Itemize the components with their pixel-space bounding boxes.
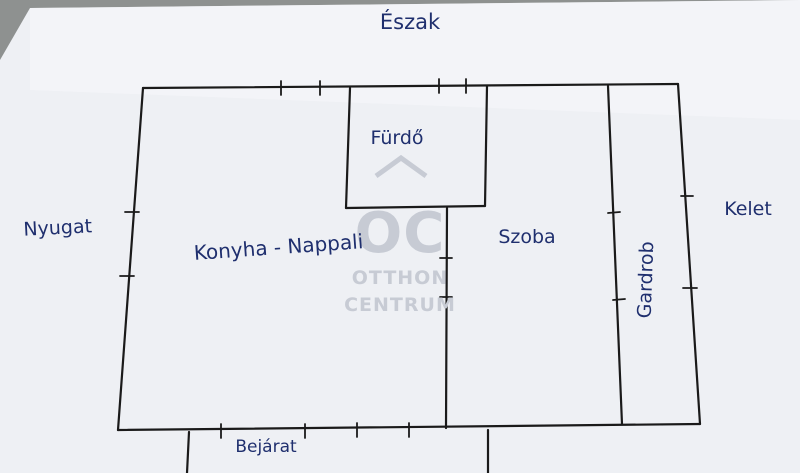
- west-wall: [116, 86, 145, 432]
- label-room: Szoba: [498, 226, 555, 248]
- label-bathroom: Fürdő: [370, 127, 423, 149]
- label-entrance: Bejárat: [235, 437, 297, 457]
- watermark-logo-letters: OC: [355, 201, 446, 266]
- label-east: Kelet: [724, 198, 772, 220]
- watermark-roof-icon: [374, 154, 428, 179]
- watermark-logo: OC OTTHON CENTRUM: [344, 154, 456, 316]
- north-wall: [141, 82, 680, 90]
- watermark-line2: CENTRUM: [344, 294, 456, 316]
- opening-ticks: [119, 78, 698, 439]
- bathroom-south-wall: [344, 204, 487, 210]
- label-west: Nyugat: [23, 215, 93, 241]
- bathroom-west-wall: [344, 86, 352, 210]
- watermark-line1: OTTHON: [352, 267, 448, 289]
- label-wardrobe: Gardrob: [634, 241, 659, 319]
- wardrobe-wall: [606, 84, 624, 426]
- bathroom-east-wall: [483, 84, 489, 208]
- room-divider-wall: [444, 206, 449, 430]
- label-north: Észak: [380, 9, 441, 34]
- east-wall: [676, 82, 702, 426]
- entrance-left-line: [185, 430, 191, 473]
